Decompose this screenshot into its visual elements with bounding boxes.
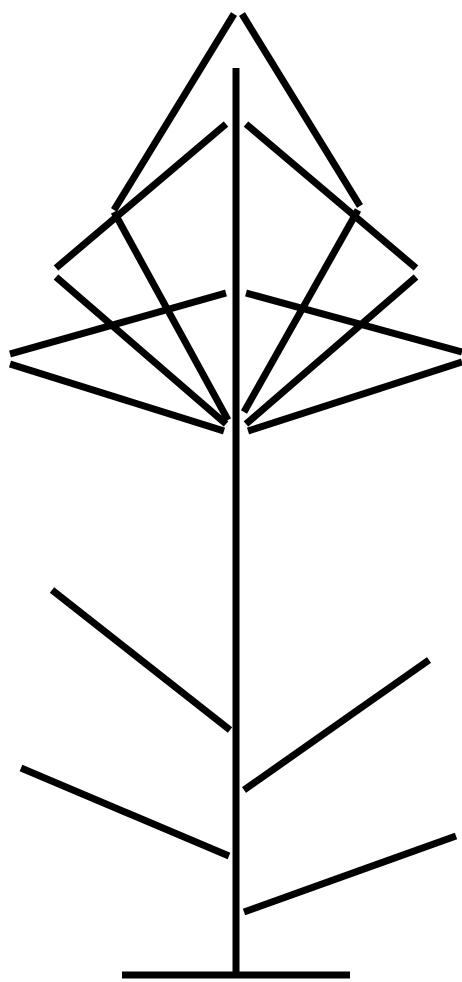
upper-roof-left [56, 124, 226, 268]
top-outer-roof-left [114, 14, 234, 210]
lower-branch-right-upper [244, 660, 429, 790]
fan-rib-left [114, 212, 228, 420]
lower-branch-left-upper [52, 590, 230, 730]
fan-rib-right [244, 210, 358, 412]
wide-roof-left [10, 293, 226, 354]
top-outer-roof-right [242, 14, 360, 206]
wide-roof-right [246, 293, 462, 352]
lower-branch-right-lower [244, 836, 456, 912]
lower-branch-left-lower [21, 768, 229, 856]
upper-roof-right [246, 124, 416, 268]
